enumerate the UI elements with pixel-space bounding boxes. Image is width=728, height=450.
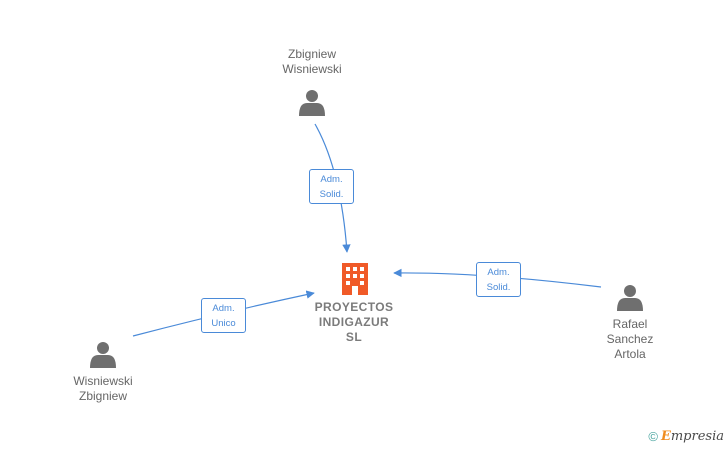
person-icon[interactable] (299, 90, 325, 116)
building-icon[interactable] (342, 263, 368, 295)
company-name[interactable]: PROYECTOS INDIGAZUR SL (314, 300, 394, 344)
brand-logo: Empresia (660, 429, 724, 444)
edge-role-rafael-sanchez-artola: Adm. Solid. (476, 262, 521, 297)
person-label-zbigniew-wisniewski[interactable]: Zbigniew Wisniewski (282, 47, 342, 76)
person-icon[interactable] (90, 342, 116, 368)
copyright-symbol: © (648, 429, 658, 444)
edge-role-zbigniew-wisniewski: Adm. Solid. (309, 169, 354, 204)
edge-role-wisniewski-zbigniew: Adm. Unico (201, 298, 246, 333)
person-label-rafael-sanchez-artola[interactable]: Rafael Sanchez Artola (606, 317, 654, 361)
person-icon[interactable] (617, 285, 643, 311)
empresia-watermark: © Empresia (648, 429, 724, 444)
person-label-wisniewski-zbigniew[interactable]: Wisniewski Zbigniew (73, 374, 133, 403)
